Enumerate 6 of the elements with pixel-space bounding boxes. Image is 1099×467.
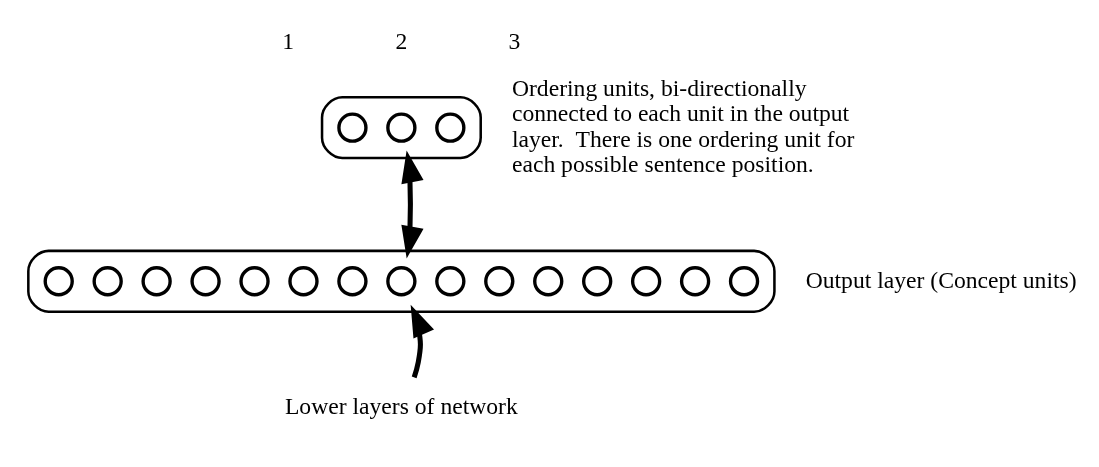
node-label: 2	[395, 27, 408, 54]
node-label: 3	[508, 27, 521, 54]
node-label: 1	[282, 27, 295, 54]
node-label: Ordering units, bi-directionally connected to each unit in the output layer. There is one ordering unit for each possible sentence position.	[511, 74, 855, 177]
node-label: Output layer (Concept units)	[805, 266, 1077, 293]
node-text: Lower layers of network	[284, 392, 518, 419]
